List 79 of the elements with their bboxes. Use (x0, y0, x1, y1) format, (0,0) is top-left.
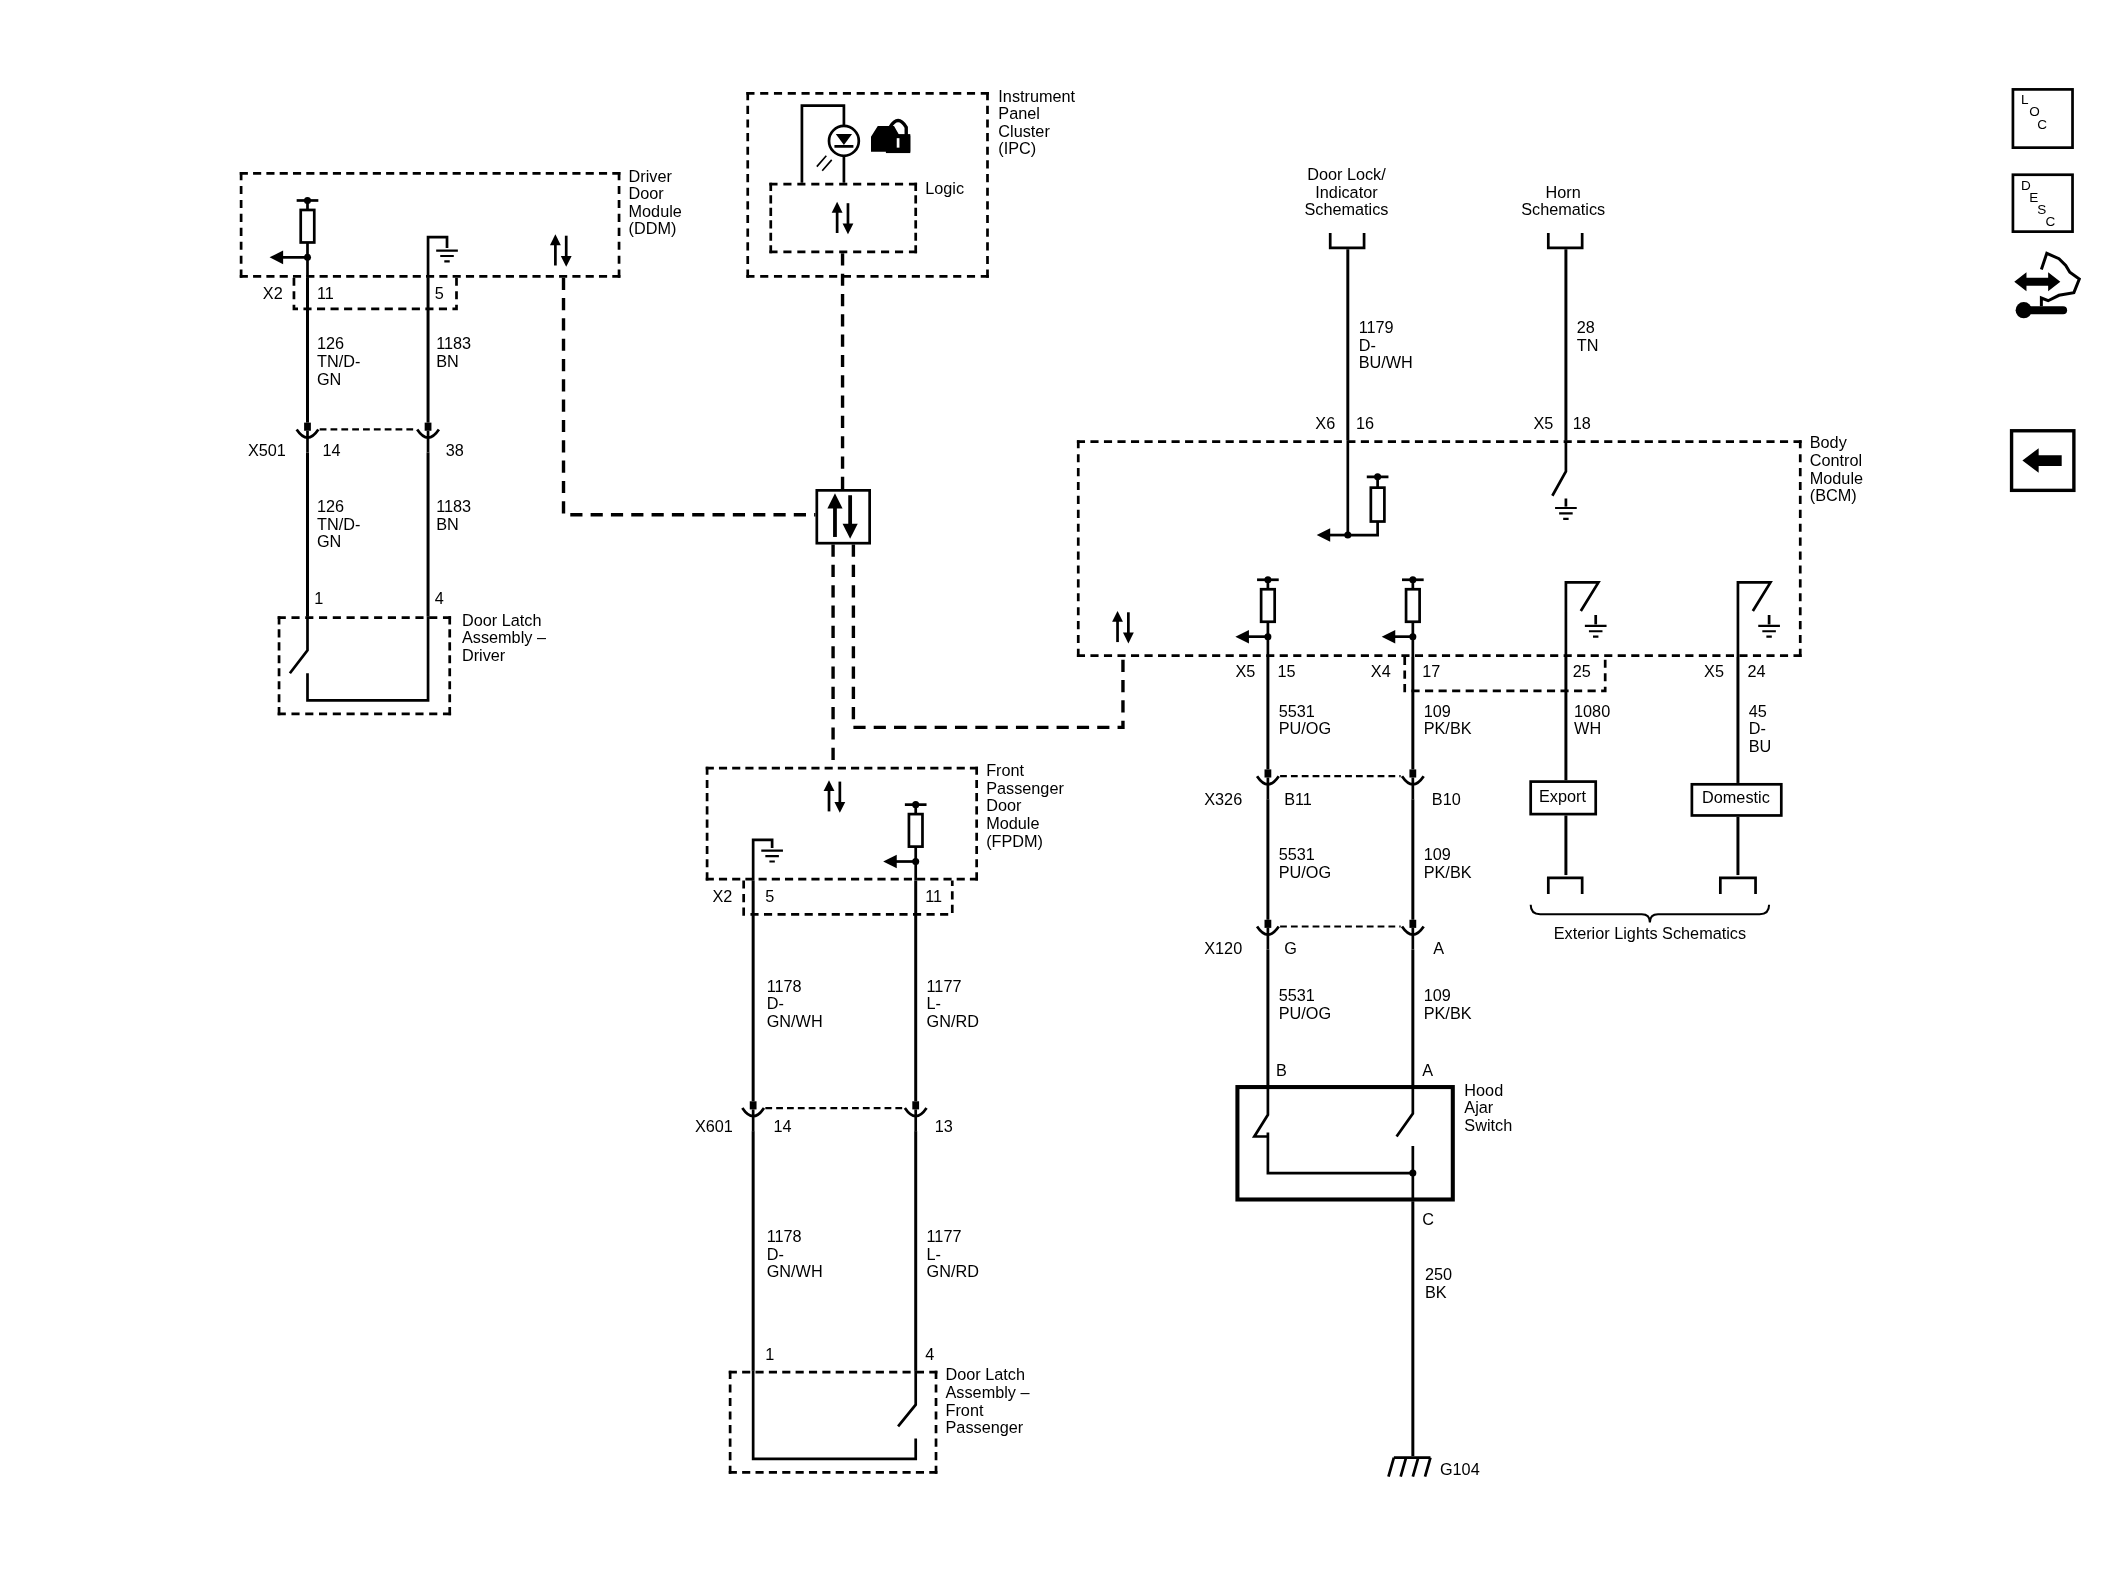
wire (1411, 799, 1415, 920)
wire (1266, 657, 1270, 770)
pin-label: 1 (314, 590, 324, 609)
component-name: Door Latch Assembly – Driver (461, 612, 547, 666)
module-name: Driver Door Module (DDM) (628, 167, 683, 239)
pin-label: X5 (1235, 663, 1256, 682)
pin-label: 4 (925, 1346, 935, 1365)
pin-label: 5 (765, 888, 775, 907)
wire (1266, 949, 1270, 1086)
serial-data-line (840, 253, 845, 489)
wire (1266, 799, 1270, 920)
wire (1564, 815, 1568, 876)
wire (426, 452, 430, 617)
module-name: Body Control Module (BCM) (1809, 434, 1865, 506)
pin-label: X2 (712, 888, 733, 907)
pin-label: G (1284, 940, 1297, 958)
pin-label: X5 (1533, 415, 1554, 434)
splice-box (815, 489, 871, 545)
module-name: Front Passenger Door Module (FPDM) (986, 762, 1065, 851)
wire (1736, 657, 1740, 783)
wire (1346, 249, 1350, 441)
wire (426, 277, 430, 423)
pin-label: 11 (925, 888, 943, 907)
wire (751, 880, 755, 1102)
pin-label: X4 (1370, 663, 1391, 682)
wire (306, 277, 309, 423)
serial-data-line (561, 277, 816, 517)
pin-label: 1 (765, 1346, 775, 1365)
pin-label: B10 (1431, 791, 1461, 809)
wire (1411, 657, 1415, 770)
pin-label: X6 (1315, 415, 1336, 434)
pin-label: 16 (1355, 415, 1375, 434)
pin-label: A (1433, 940, 1444, 958)
option-label: Export (1538, 787, 1587, 806)
navigation-button: DESC (2011, 173, 2074, 233)
schematic-reference: Door Lock/ Indicator Schematics (1303, 166, 1390, 220)
wire (751, 1131, 755, 1371)
wire (1564, 657, 1568, 781)
serial-data-line (851, 544, 1125, 730)
schematic-reference: Exterior Lights Schematics (1552, 925, 1748, 943)
pin-label: 25 (1572, 663, 1591, 682)
pin-label: 24 (1747, 663, 1766, 682)
ground-name: G104 (1439, 1461, 1481, 1480)
pin-label: X2 (262, 285, 283, 304)
pin-label: 4 (434, 590, 444, 609)
wire (914, 1131, 918, 1371)
module-name: Logic (925, 180, 966, 198)
pin-label: A (1422, 1062, 1434, 1080)
navigation-button: LOC (2011, 88, 2074, 149)
option-label: Domestic (1701, 789, 1771, 807)
wire (1411, 949, 1415, 1086)
pin-label: 18 (1572, 415, 1591, 434)
component-name: Hood Ajar Switch (1464, 1082, 1514, 1136)
wire (1564, 249, 1568, 441)
pin-label: B11 (1284, 791, 1312, 809)
pin-label: C (1422, 1211, 1435, 1229)
connector-name: X326 (1204, 791, 1244, 809)
module-name: Instrument Panel Cluster (IPC) (998, 88, 1077, 159)
connector-name: X501 (247, 442, 287, 461)
wire (306, 452, 309, 617)
option-box (1690, 782, 1783, 817)
pin-label: 5 (434, 285, 444, 304)
connector-name: X601 (694, 1118, 734, 1137)
pin-label: X5 (1704, 663, 1724, 682)
connector-name: X120 (1204, 940, 1244, 958)
component-name: Door Latch Assembly – Front Passenger (945, 1366, 1031, 1438)
wire (1736, 816, 1740, 876)
pin-label: 17 (1422, 663, 1441, 682)
pin-label: 14 (322, 442, 341, 461)
pin-label: 13 (934, 1118, 953, 1137)
pin-label: 15 (1277, 663, 1296, 682)
pin-label: B (1276, 1062, 1287, 1080)
wire (914, 880, 918, 1102)
schematic-reference: Horn Schematics (1520, 184, 1607, 220)
pin-label: 11 (316, 285, 334, 304)
pin-label: 14 (773, 1118, 792, 1137)
wire (1411, 1201, 1415, 1457)
option-box (1529, 780, 1598, 816)
pin-label: 38 (445, 442, 464, 461)
